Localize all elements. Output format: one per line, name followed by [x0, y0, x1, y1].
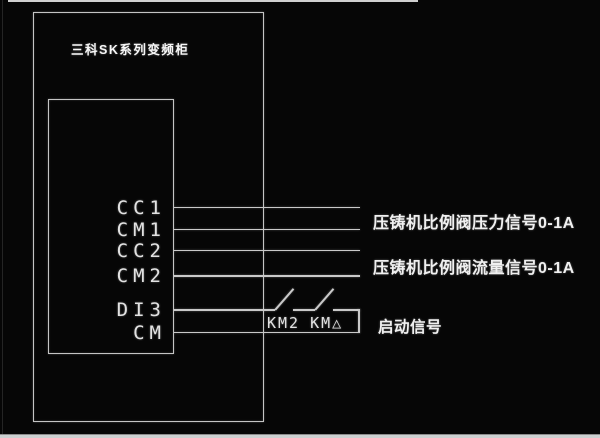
contact-labels: KM2 KM△ [267, 314, 343, 332]
screen-edge-left [2, 0, 4, 435]
terminal-block-box [48, 99, 174, 354]
contact-label-km-delta: KM△ [310, 314, 344, 332]
no-contact-symbol-km-delta-icon [314, 288, 334, 311]
wire-cm [174, 331, 360, 334]
terminal-label-cc1: CC1 [116, 197, 166, 219]
cabinet-outline-box [33, 12, 264, 422]
screen-edge-top [8, 0, 418, 2]
pressure-signal-label: 压铸机比例阀压力信号0-1A [373, 215, 575, 232]
terminal-label-cm1: CM1 [116, 219, 166, 241]
wire-di3-segment-c [333, 309, 360, 311]
terminal-label-cm: CM [133, 322, 166, 344]
start-signal-label: 启动信号 [378, 319, 443, 336]
terminal-label-cc2: CC2 [116, 240, 166, 262]
wire-di3-segment-b [293, 309, 315, 311]
wire-cc1 [174, 206, 360, 209]
wire-cc2 [174, 249, 360, 252]
screen-edge-bottom-shade [0, 433, 600, 435]
cabinet-title: 三科SK系列变频柜 [71, 43, 190, 57]
no-contact-symbol-km2-icon [274, 288, 294, 311]
screen-edge-bottom [0, 435, 600, 438]
terminal-label-di3: DI3 [116, 299, 166, 321]
wire-loop-right-edge [358, 309, 360, 334]
contact-label-km2: KM2 [267, 314, 301, 332]
wire-di3-segment-a [174, 309, 275, 311]
flow-signal-label: 压铸机比例阀流量信号0-1A [373, 260, 575, 277]
terminal-label-cm2: CM2 [116, 265, 166, 287]
wire-cm1 [174, 228, 360, 231]
wire-cm2 [174, 275, 360, 277]
